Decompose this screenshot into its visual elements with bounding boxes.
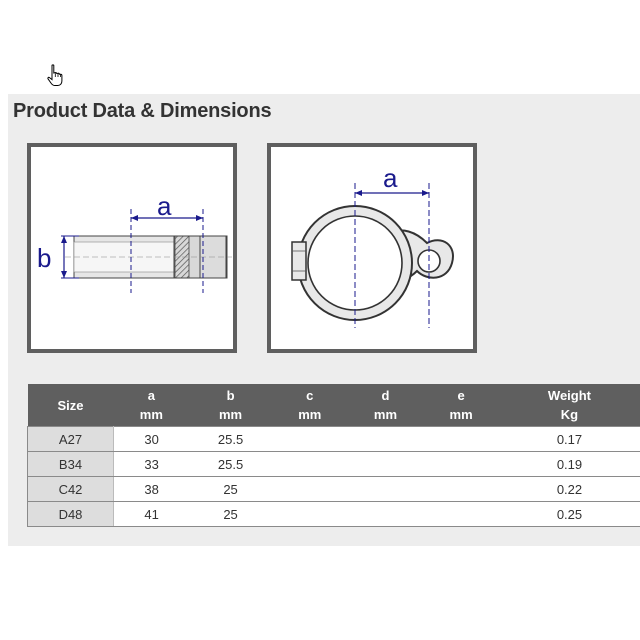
e-cell (423, 451, 499, 477)
c-cell (271, 501, 348, 527)
table-row: B34 33 25.5 0.19 (27, 451, 640, 477)
front-view-diagram: a (267, 143, 477, 353)
a-cell: 33 (113, 451, 190, 477)
c-cell (271, 426, 348, 452)
dimension-a-label: a (383, 163, 398, 193)
a-cell: 38 (113, 476, 190, 502)
side-view-diagram: a b (27, 143, 237, 353)
product-dimensions-table: Size a mm b mm c mm d mm (27, 384, 640, 527)
c-cell (271, 451, 348, 477)
weight-cell: 0.25 (498, 501, 640, 527)
dimension-a: a (355, 163, 429, 196)
d-cell (347, 501, 424, 527)
hand-pointer-icon (47, 64, 63, 86)
e-cell (423, 501, 499, 527)
header-e: e mm (423, 384, 499, 427)
weight-cell: 0.19 (498, 451, 640, 477)
size-cell: C42 (27, 476, 114, 502)
section-title: Product Data & Dimensions (13, 100, 272, 122)
c-cell (271, 476, 348, 502)
a-cell: 41 (113, 501, 190, 527)
b-cell: 25.5 (189, 426, 272, 452)
d-cell (347, 426, 424, 452)
b-cell: 25.5 (189, 451, 272, 477)
d-cell (347, 476, 424, 502)
a-cell: 30 (113, 426, 190, 452)
header-c: c mm (271, 384, 348, 427)
e-cell (423, 476, 499, 502)
table-header-row: Size a mm b mm c mm d mm (27, 384, 640, 427)
table-row: A27 30 25.5 0.17 (27, 426, 640, 452)
header-b: b mm (189, 384, 272, 427)
dimension-b: b (37, 235, 79, 279)
size-cell: D48 (27, 501, 114, 527)
table-row: C42 38 25 0.22 (27, 476, 640, 502)
header-d: d mm (347, 384, 424, 427)
dimension-b-label: b (37, 243, 51, 273)
e-cell (423, 426, 499, 452)
dimension-a: a (130, 191, 204, 293)
header-a: a mm (113, 384, 190, 427)
b-cell: 25 (189, 476, 272, 502)
size-cell: A27 (27, 426, 114, 452)
weight-cell: 0.17 (498, 426, 640, 452)
product-data-panel: Product Data & Dimensions (8, 94, 640, 546)
size-cell: B34 (27, 451, 114, 477)
header-size: Size (27, 384, 114, 427)
d-cell (347, 451, 424, 477)
weight-cell: 0.22 (498, 476, 640, 502)
table-row: D48 41 25 0.25 (27, 501, 640, 527)
dimension-a-label: a (157, 191, 172, 221)
header-weight: Weight Kg (498, 384, 640, 427)
b-cell: 25 (189, 501, 272, 527)
